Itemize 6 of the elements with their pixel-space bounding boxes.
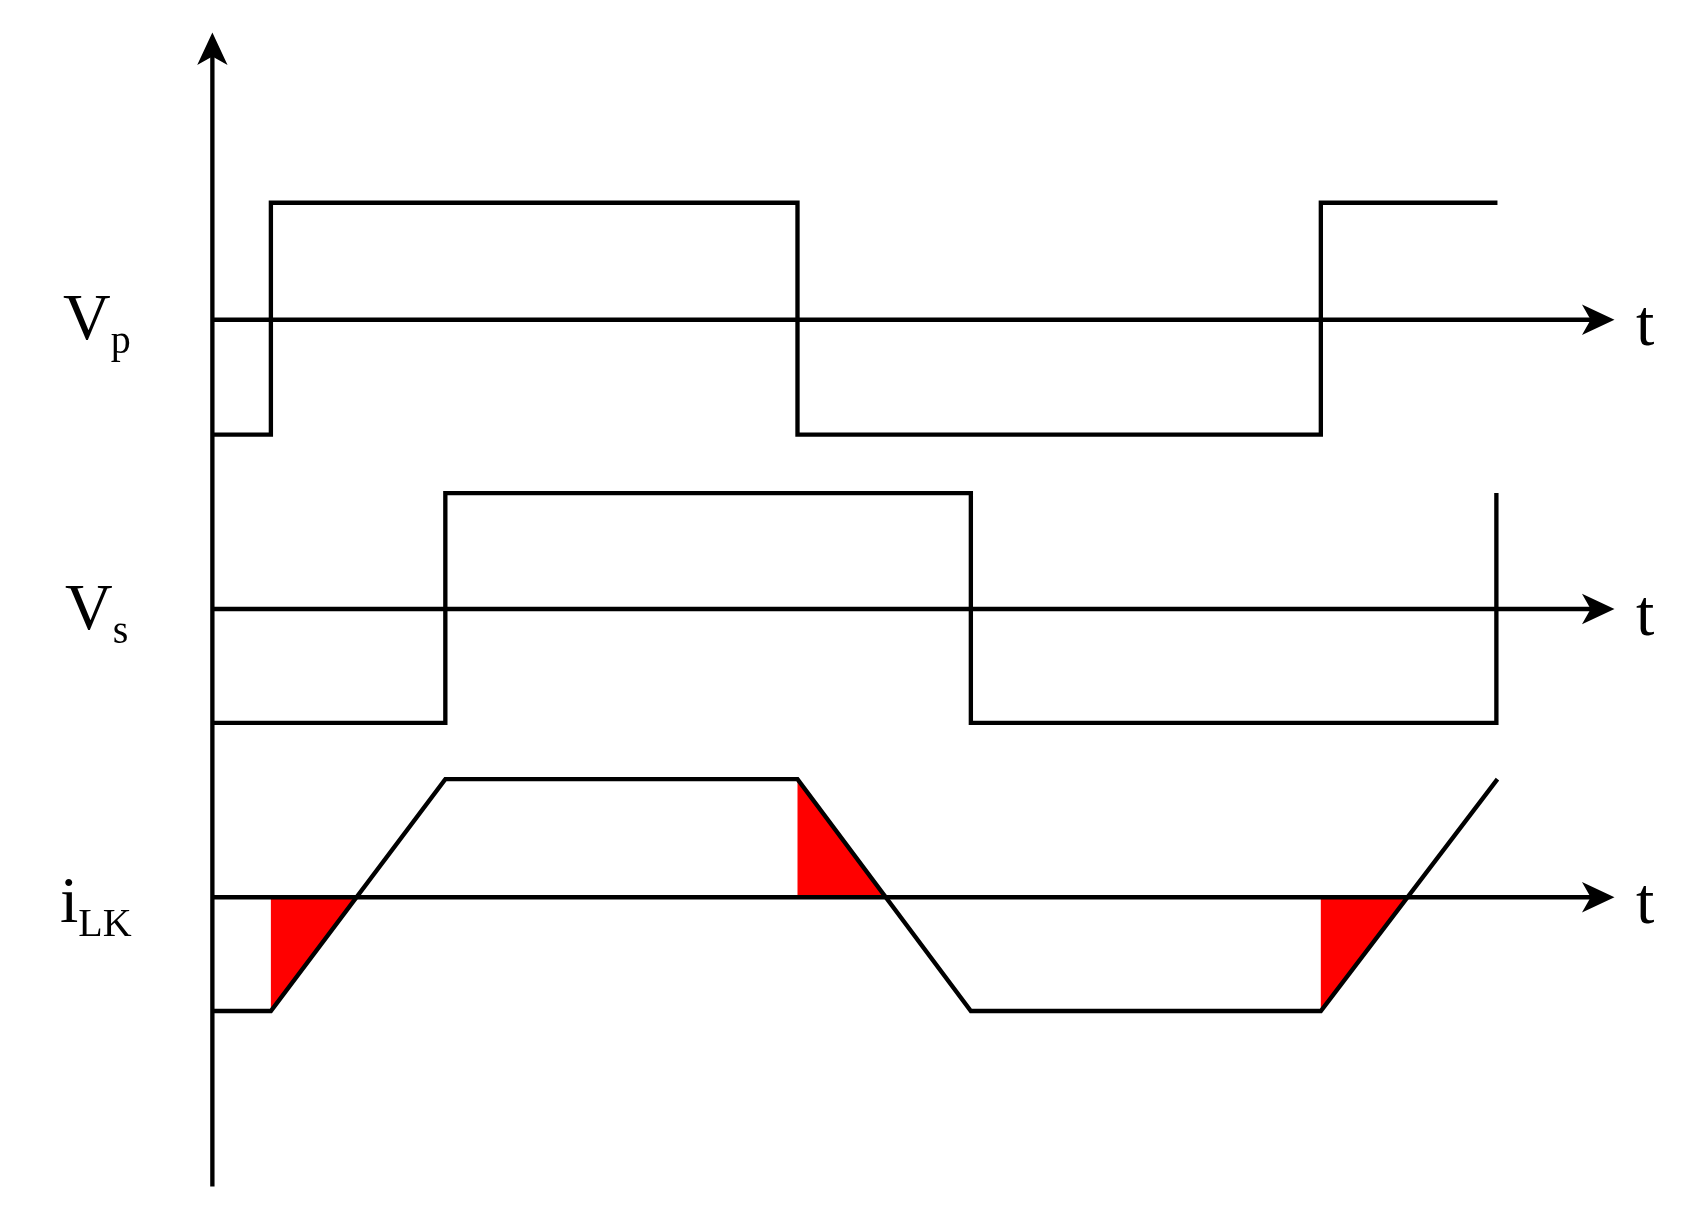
time-axis-label: t [1636,290,1655,356]
axis-label: V$_{s}$ [65,574,129,650]
time-axis-label: t [1636,868,1655,934]
time-axis-label: t [1636,580,1655,646]
axis-label: i$_{LK}$ [60,867,132,943]
axis-label: V$_{p}$ [63,284,131,360]
